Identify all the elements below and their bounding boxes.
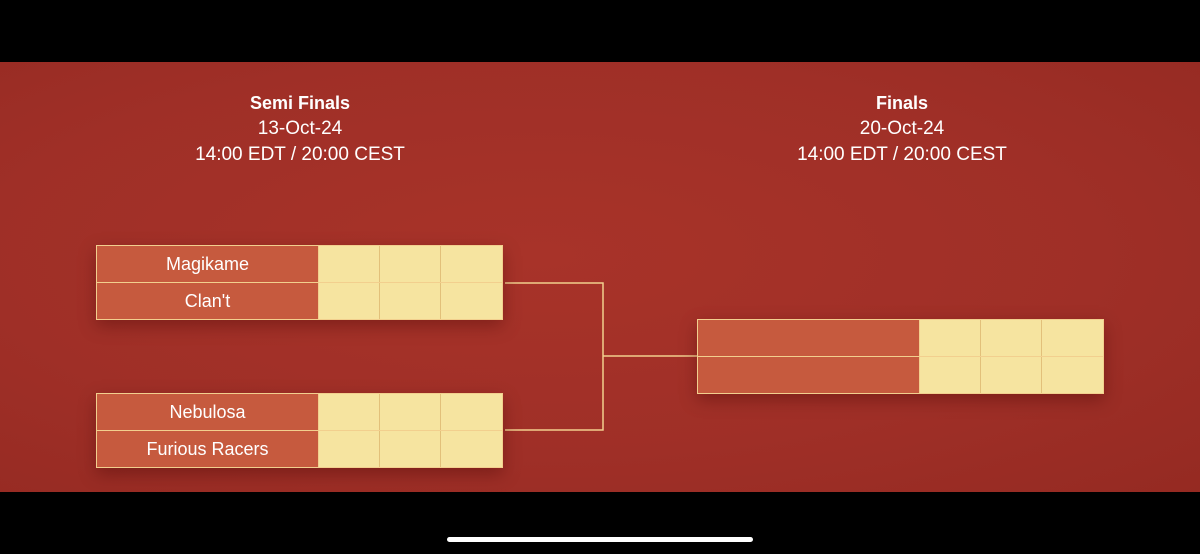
match-semi-1: Magikame Clan't: [96, 245, 503, 320]
semi-finals-header: Semi Finals 13-Oct-24 14:00 EDT / 20:00 …: [150, 90, 450, 168]
team-name: Nebulosa: [97, 394, 319, 430]
round-time: 14:00 EDT / 20:00 CEST: [195, 144, 405, 165]
score-cell: [319, 394, 380, 430]
score-cell: [380, 246, 441, 282]
match-semi-2: Nebulosa Furious Racers: [96, 393, 503, 468]
score-cell: [441, 283, 502, 319]
team-row[interactable]: Clan't: [97, 283, 502, 319]
finals-header: Finals 20-Oct-24 14:00 EDT / 20:00 CEST: [752, 90, 1052, 168]
team-name: Furious Racers: [97, 431, 319, 467]
score-cell: [1042, 357, 1103, 393]
team-row[interactable]: [698, 320, 1103, 357]
team-name: [698, 357, 920, 393]
score-cell: [981, 320, 1042, 356]
score-cell: [981, 357, 1042, 393]
team-row[interactable]: Magikame: [97, 246, 502, 283]
score-cell: [441, 431, 502, 467]
team-row[interactable]: Furious Racers: [97, 431, 502, 467]
team-name: Magikame: [97, 246, 319, 282]
team-row[interactable]: [698, 357, 1103, 393]
round-time: 14:00 EDT / 20:00 CEST: [797, 144, 1007, 165]
score-cell: [319, 283, 380, 319]
top-black-bar: [0, 0, 1200, 62]
round-title: Finals: [875, 93, 928, 113]
round-title: Semi Finals: [249, 93, 351, 113]
score-cell: [1042, 320, 1103, 356]
score-cell: [441, 246, 502, 282]
round-date: 20-Oct-24: [859, 118, 945, 139]
score-cell: [380, 283, 441, 319]
score-cell: [920, 357, 981, 393]
team-name: Clan't: [97, 283, 319, 319]
score-cell: [380, 431, 441, 467]
score-cell: [380, 394, 441, 430]
round-date: 13-Oct-24: [257, 118, 343, 139]
home-indicator[interactable]: [447, 537, 753, 542]
match-final: [697, 319, 1104, 394]
score-cell: [319, 246, 380, 282]
score-cell: [319, 431, 380, 467]
score-cell: [920, 320, 981, 356]
team-name: [698, 320, 920, 356]
bottom-black-bar: [0, 492, 1200, 554]
score-cell: [441, 394, 502, 430]
team-row[interactable]: Nebulosa: [97, 394, 502, 431]
